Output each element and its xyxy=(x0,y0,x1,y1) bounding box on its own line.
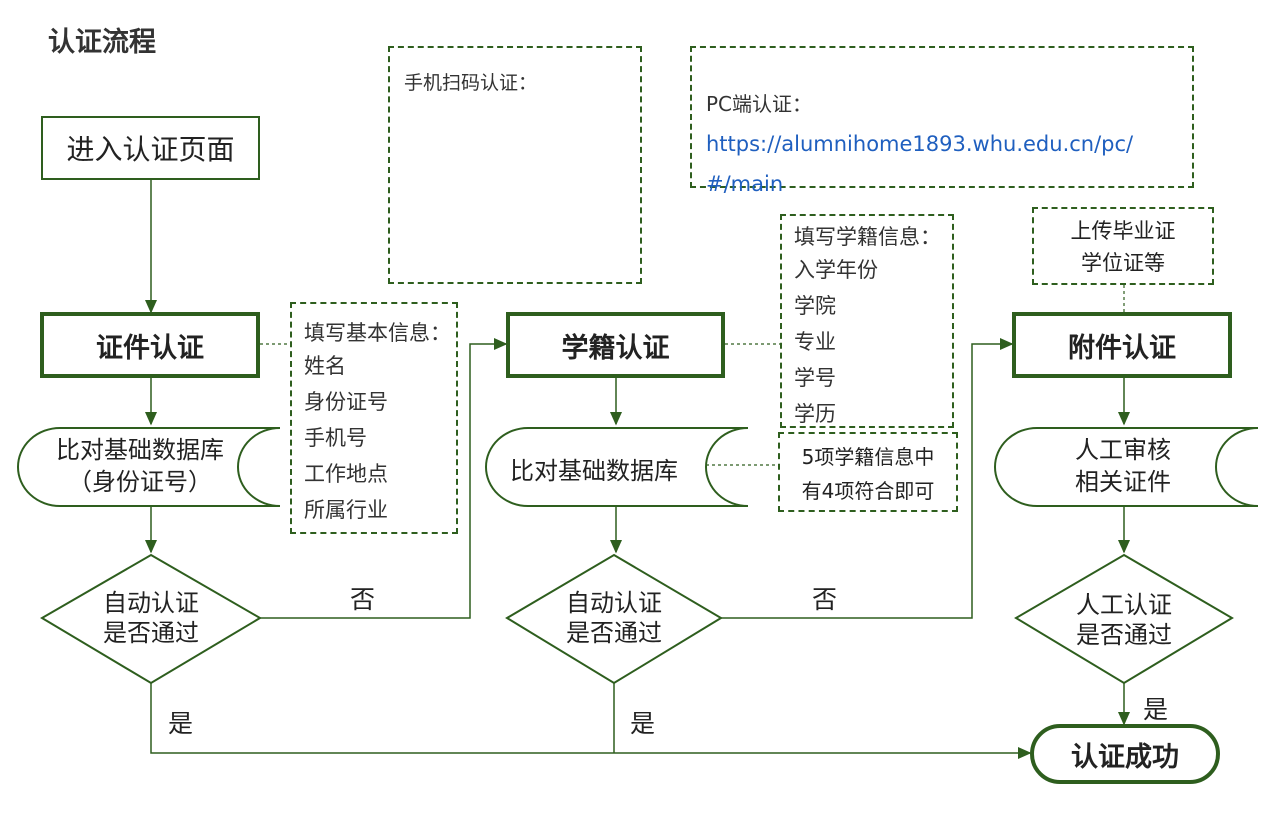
note-line: 上传毕业证 xyxy=(1070,219,1176,243)
rule-line: 有4项符合即可 xyxy=(801,479,935,503)
storage-line: （身份证号） xyxy=(68,468,212,496)
note-line: 学历 xyxy=(794,402,836,426)
stage1-note: 填写基本信息： 姓名 身份证号 手机号 工作地点 所属行业 xyxy=(290,302,458,534)
pc-url-link[interactable]: https://alumnihome1893.whu.edu.cn/pc/ xyxy=(706,132,1134,156)
stage2-storage-text: 比对基础数据库 xyxy=(510,457,678,485)
start-box: 进入认证页面 xyxy=(41,116,260,180)
stage2-label: 学籍认证 xyxy=(561,332,670,364)
start-label: 进入认证页面 xyxy=(66,133,235,166)
storage-shape-3 xyxy=(994,427,1259,507)
stage1-decision-text: 自动认证 是否通过 xyxy=(71,588,231,648)
stage1-label: 证件认证 xyxy=(96,332,204,364)
decision-line: 是否通过 xyxy=(566,619,662,647)
end-label: 认证成功 xyxy=(1071,741,1179,773)
decision-line: 人工认证 xyxy=(1076,591,1172,619)
storage-shape-1 xyxy=(17,427,281,507)
end-terminal-shape xyxy=(1030,724,1220,784)
note-line: 工作地点 xyxy=(304,462,388,486)
note-line: 所属行业 xyxy=(304,498,388,522)
stage3-note: 上传毕业证 学位证等 xyxy=(1032,207,1214,285)
pc-label: PC端认证： xyxy=(706,92,813,116)
note-line: 填写学籍信息： xyxy=(794,225,941,249)
storage-line: 人工审核 xyxy=(1075,436,1171,464)
note-line: 身份证号 xyxy=(304,390,388,414)
pc-panel: PC端认证： https://alumnihome1893.whu.edu.cn… xyxy=(690,46,1194,196)
page-title: 认证流程 xyxy=(48,27,156,58)
yes-label-3: 是 xyxy=(1143,695,1169,724)
storage-line: 比对基础数据库 xyxy=(56,436,224,464)
decision-line: 是否通过 xyxy=(103,619,199,647)
note-line: 姓名 xyxy=(304,354,346,378)
no-label-2: 否 xyxy=(812,585,838,614)
stage2-box: 学籍认证 xyxy=(506,312,725,378)
note-line: 学位证等 xyxy=(1081,251,1165,275)
note-line: 填写基本信息： xyxy=(304,321,451,345)
decision-diamond-2 xyxy=(505,553,723,685)
note-line: 入学年份 xyxy=(794,258,878,282)
stage3-label: 附件认证 xyxy=(1068,332,1176,364)
note-line: 手机号 xyxy=(304,426,367,450)
stage3-box: 附件认证 xyxy=(1012,312,1232,378)
decision-line: 自动认证 xyxy=(566,589,662,617)
stage2-rule-note: 5项学籍信息中 有4项符合即可 xyxy=(778,432,958,512)
note-line: 学院 xyxy=(794,294,836,318)
stage2-decision-text: 自动认证 是否通过 xyxy=(534,588,694,648)
storage-line: 相关证件 xyxy=(1075,468,1171,496)
stage2-note: 填写学籍信息： 入学年份 学院 专业 学号 学历 xyxy=(780,214,954,428)
decision-line: 是否通过 xyxy=(1076,621,1172,649)
pc-url-link-2[interactable]: #/main xyxy=(706,172,784,196)
note-line: 专业 xyxy=(794,330,836,354)
yes-label-2: 是 xyxy=(630,709,656,738)
rule-line: 5项学籍信息中 xyxy=(801,445,935,469)
decision-line: 自动认证 xyxy=(103,589,199,617)
decision-diamond-3 xyxy=(1014,553,1234,685)
stage3-decision-text: 人工认证 是否通过 xyxy=(1044,590,1204,650)
no-label-1: 否 xyxy=(350,585,376,614)
qr-panel: 手机扫码认证： xyxy=(388,46,642,284)
yes-label-1: 是 xyxy=(168,709,194,738)
stage3-storage-text: 人工审核 相关证件 xyxy=(1018,434,1228,498)
storage-shape-2 xyxy=(485,427,749,507)
stage1-storage-text: 比对基础数据库 （身份证号） xyxy=(30,434,250,498)
decision-diamond-1 xyxy=(40,553,262,685)
qr-label: 手机扫码认证： xyxy=(404,72,538,94)
note-line: 学号 xyxy=(794,366,836,390)
stage1-box: 证件认证 xyxy=(40,312,260,378)
